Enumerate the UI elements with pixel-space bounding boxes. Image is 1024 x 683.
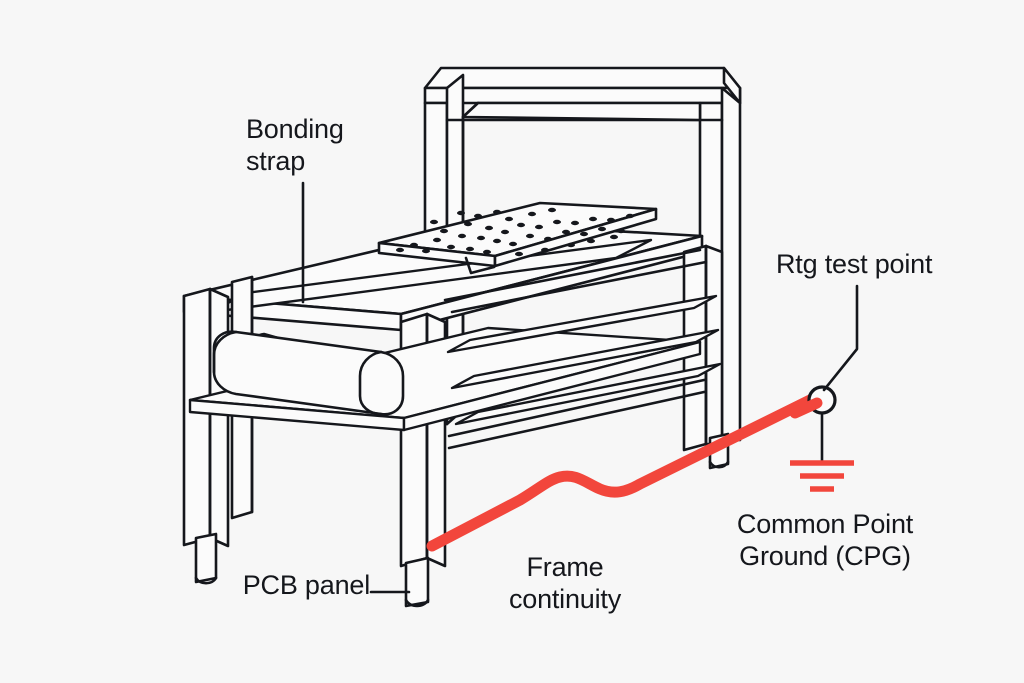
ground-cable	[426, 392, 820, 552]
cable-into-node	[789, 397, 823, 419]
label-rtg-test-point: Rtg test point	[776, 249, 933, 279]
roller	[212, 330, 405, 416]
right-side-rails	[443, 248, 708, 450]
pcb-panel	[377, 201, 658, 275]
label-common-point-ground: Common Point Ground (CPG)	[736, 509, 914, 571]
label-frame-continuity: Frame continuity	[508, 552, 622, 614]
label-bonding-strap: Bonding strap	[246, 114, 344, 176]
leg-front-left	[182, 287, 230, 585]
label-pcb-panel: PCB panel	[242, 570, 370, 600]
lower-shelf-slats	[446, 294, 722, 426]
leader-rtg-test-point	[822, 284, 859, 392]
pcb-holes	[396, 207, 634, 257]
leg-rear-right	[682, 244, 730, 470]
